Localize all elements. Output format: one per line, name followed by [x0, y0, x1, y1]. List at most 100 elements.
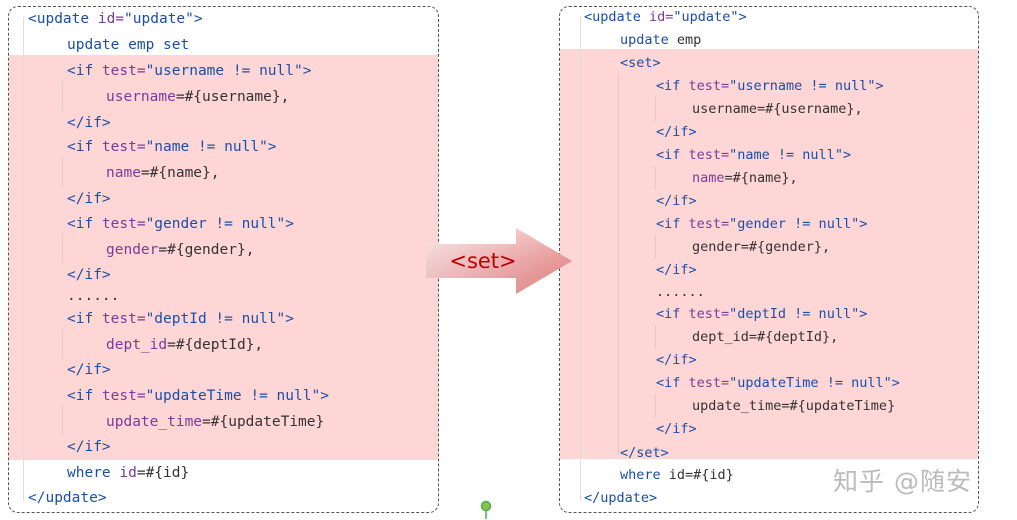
- code-token: </if>: [656, 262, 697, 278]
- code-line: </update>: [584, 488, 657, 508]
- code-line: <if test="gender != null">: [67, 214, 294, 234]
- code-token: <if: [67, 63, 102, 79]
- code-token: test=: [688, 306, 730, 322]
- watermark: 知乎 @随安: [833, 467, 972, 496]
- code-token: name: [692, 170, 725, 186]
- code-token: >: [842, 147, 852, 163]
- code-token: "updateTime != null": [729, 375, 892, 391]
- code-token: update_time=#{updateTime}: [692, 398, 896, 414]
- code-line: </if>: [656, 419, 697, 439]
- code-line: </set>: [620, 443, 669, 463]
- pin-icon: [480, 500, 492, 519]
- code-token: >: [875, 78, 884, 94]
- code-line: </if>: [67, 437, 111, 457]
- code-line: <update id="update">: [584, 7, 747, 27]
- code-token: dept_id: [106, 337, 168, 353]
- code-token: </update>: [28, 490, 107, 506]
- arrow-label: <set>: [449, 249, 517, 273]
- code-token: "update": [673, 9, 739, 25]
- code-line: </if>: [656, 191, 697, 211]
- code-token: >: [859, 306, 868, 322]
- code-token: test=: [688, 147, 730, 163]
- code-token: ......: [656, 284, 705, 300]
- code-token: </set>: [620, 445, 669, 461]
- code-line: where id=#{id}: [67, 463, 189, 483]
- code-token: gender=#{gender},: [692, 239, 831, 255]
- code-token: test=: [101, 139, 146, 155]
- code-token: test=: [688, 216, 730, 232]
- code-token: </update>: [584, 490, 658, 506]
- code-line: <if test="updateTime != null">: [656, 373, 900, 393]
- code-token: "gender != null": [729, 216, 860, 232]
- code-line: update_time=#{updateTime}: [106, 412, 324, 432]
- indent-guide: [62, 329, 63, 359]
- code-token: <if: [656, 375, 689, 391]
- code-line: update emp set: [67, 35, 189, 55]
- code-line: update emp: [620, 30, 701, 50]
- code-line: name=#{name},: [106, 163, 220, 183]
- code-token: <if: [656, 306, 689, 322]
- highlight-region: [9, 55, 438, 460]
- code-line: username=#{username},: [692, 99, 863, 119]
- indent-guide: [655, 97, 656, 121]
- code-line: where id=#{id}: [620, 465, 734, 485]
- indent-guide: [655, 235, 656, 259]
- code-token: >: [738, 9, 747, 25]
- indent-guide: [618, 73, 619, 455]
- code-token: "updateTime != null": [145, 388, 321, 404]
- indent-guide: [62, 233, 63, 263]
- code-token: <if: [656, 147, 689, 163]
- code-token: dept_id=#{deptId},: [692, 329, 839, 345]
- code-token: emp: [676, 32, 702, 48]
- code-line: update_time=#{updateTime}: [692, 396, 895, 416]
- code-line: dept_id=#{deptId},: [106, 335, 263, 355]
- code-line: </update>: [28, 488, 107, 508]
- code-line: gender=#{gender},: [692, 237, 830, 257]
- code-token: =#{name},: [140, 165, 220, 181]
- code-line: name=#{name},: [692, 168, 798, 188]
- code-token: </if>: [656, 352, 697, 368]
- code-line: <set>: [620, 53, 661, 73]
- code-token: test=: [688, 375, 730, 391]
- code-token: >: [267, 139, 277, 155]
- code-token: ......: [67, 288, 120, 304]
- indent-guide: [580, 17, 581, 501]
- code-token: id=: [649, 9, 674, 25]
- code-line: </if>: [67, 113, 111, 133]
- code-token: </if>: [67, 439, 111, 455]
- code-token: =#{gender},: [158, 242, 255, 258]
- indent-guide: [62, 157, 63, 187]
- code-line: <if test="name != null">: [67, 137, 277, 157]
- code-line: </if>: [67, 265, 111, 285]
- code-line: <if test="gender != null">: [656, 214, 867, 234]
- code-line: username=#{username},: [106, 87, 289, 107]
- code-token: id=: [97, 11, 125, 27]
- code-token: =#{name},: [724, 170, 798, 186]
- code-token: =#{updateTime}: [202, 414, 325, 430]
- code-token: "username != null": [145, 63, 303, 79]
- code-line: <if test="name != null">: [656, 145, 851, 165]
- code-token: "gender != null": [145, 216, 286, 232]
- code-token: <if: [67, 216, 102, 232]
- code-panel-before: <update id="update">update emp set<if te…: [8, 6, 439, 513]
- code-token: username: [106, 89, 176, 105]
- code-token: </if>: [656, 124, 697, 140]
- indent-guide: [62, 81, 63, 111]
- code-token: <if: [656, 216, 689, 232]
- code-token: </if>: [67, 115, 111, 131]
- code-token: update_time: [106, 414, 203, 430]
- code-token: </if>: [67, 267, 111, 283]
- code-line: dept_id=#{deptId},: [692, 327, 838, 347]
- code-token: "update": [124, 11, 194, 27]
- code-token: test=: [101, 63, 146, 79]
- code-token: "deptId != null": [729, 306, 860, 322]
- code-token: >: [193, 11, 203, 27]
- code-token: "name != null": [145, 139, 268, 155]
- code-token: gender: [106, 242, 159, 258]
- code-token: <if: [67, 139, 102, 155]
- code-token: where: [620, 467, 669, 483]
- code-token: </if>: [656, 193, 697, 209]
- code-token: >: [320, 388, 329, 404]
- code-token: id=#{id}: [668, 467, 734, 483]
- code-token: "username != null": [729, 78, 876, 94]
